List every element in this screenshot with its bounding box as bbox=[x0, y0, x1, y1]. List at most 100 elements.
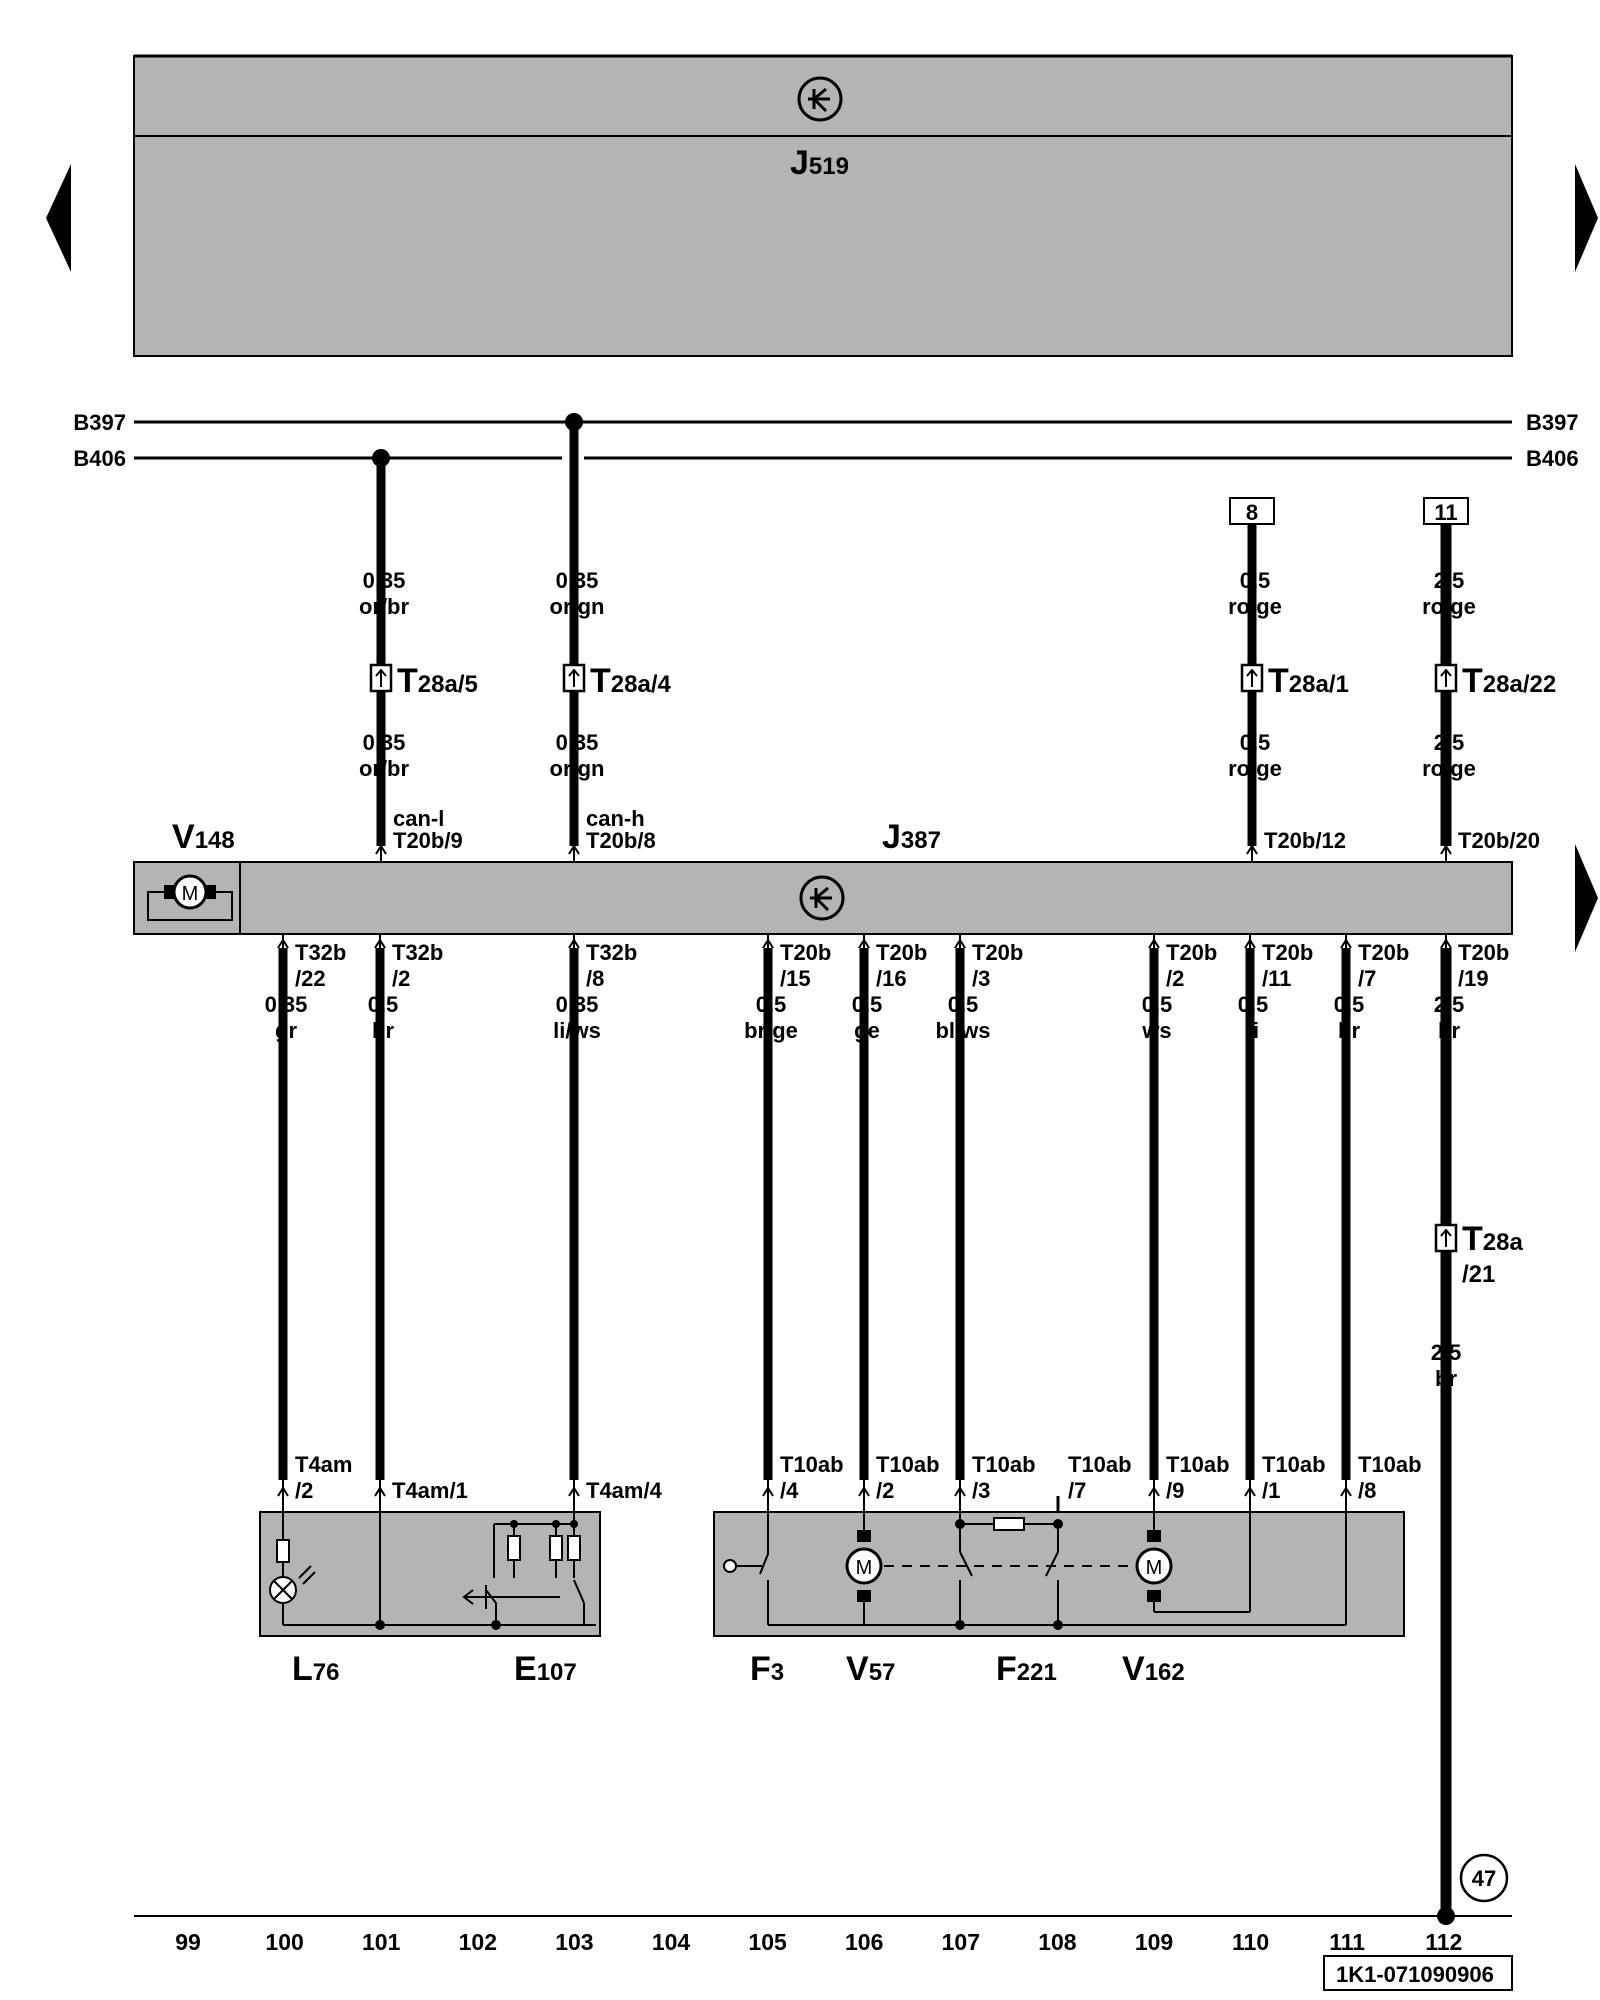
pin-arrow-icon bbox=[1246, 844, 1258, 855]
pin-label: /11 bbox=[1262, 966, 1291, 991]
pin-arrow-icon bbox=[1340, 938, 1352, 949]
pin-label: T32b bbox=[392, 940, 443, 965]
component-label-f3: F3 bbox=[750, 1650, 784, 1688]
pin-label: /2 bbox=[1166, 966, 1184, 991]
motor-module-label: V148 bbox=[172, 818, 235, 856]
wire-size: 0,5 bbox=[1334, 992, 1365, 1017]
diagram-id-box bbox=[1323, 1955, 1513, 1991]
pin-label: T20b bbox=[1262, 940, 1313, 965]
ref-label-8: 8 bbox=[1246, 500, 1258, 525]
pin-label: /3 bbox=[972, 966, 990, 991]
column-label: 104 bbox=[652, 1929, 691, 1955]
pin-arrow-icon bbox=[954, 938, 966, 949]
ref-circle-47 bbox=[1459, 1853, 1509, 1903]
column-label: 103 bbox=[555, 1929, 593, 1955]
column-label: 108 bbox=[1038, 1929, 1077, 1955]
signal-label: can-l bbox=[393, 806, 444, 831]
connector-icon bbox=[1434, 663, 1458, 693]
wire-color: ws bbox=[1141, 1018, 1171, 1043]
pin-label: /15 bbox=[780, 966, 811, 991]
wire-size: 2,5 bbox=[1434, 568, 1465, 593]
component-box-left bbox=[259, 1511, 601, 1637]
pin-arrow-icon bbox=[374, 938, 386, 949]
control-unit-icon bbox=[797, 76, 843, 122]
wire-size: 0,35 bbox=[556, 568, 599, 593]
pin-label: T10ab bbox=[876, 1452, 940, 1477]
pin-label: /2 bbox=[295, 1478, 313, 1503]
pin-label: T20b bbox=[876, 940, 927, 965]
column-label: 107 bbox=[942, 1929, 980, 1955]
pin-label: /8 bbox=[1358, 1478, 1376, 1503]
pin-label: T4am bbox=[295, 1452, 352, 1477]
wire-color: li bbox=[1247, 1018, 1259, 1043]
connector-label: /21 bbox=[1462, 1261, 1495, 1288]
column-label: 112 bbox=[1425, 1929, 1462, 1955]
connector-icon bbox=[562, 663, 586, 693]
wire-color: gr bbox=[275, 1018, 297, 1043]
svg-text:M: M bbox=[1146, 1557, 1163, 1579]
bus-label-b406-left: B406 bbox=[73, 446, 126, 471]
pin-label: /2 bbox=[392, 966, 410, 991]
column-label: 106 bbox=[845, 1929, 883, 1955]
connector-label: T28a/22 bbox=[1462, 662, 1556, 700]
pin-label: /4 bbox=[780, 1478, 799, 1503]
pin-label: T4am/1 bbox=[392, 1478, 468, 1503]
pin-label: T20b/9 bbox=[393, 828, 463, 853]
connector-label: T28a/5 bbox=[397, 662, 478, 700]
wire-color: or/gn bbox=[550, 594, 605, 619]
component-label-v57: V57 bbox=[846, 1650, 895, 1688]
triangle-right-icon[interactable] bbox=[1575, 164, 1598, 272]
column-label: 110 bbox=[1232, 1929, 1269, 1955]
wire-size: 2,5 bbox=[1431, 1340, 1462, 1365]
pin-arrow-icon bbox=[1440, 844, 1452, 855]
pin-arrow-icon bbox=[1244, 938, 1256, 949]
main-module-label: J387 bbox=[882, 818, 941, 856]
pin-label: /9 bbox=[1166, 1478, 1184, 1503]
bus-label-b397-right: B397 bbox=[1526, 410, 1579, 435]
pin-label: T20b/20 bbox=[1458, 828, 1540, 853]
control-unit-icon bbox=[799, 875, 845, 921]
pin-label: T32b bbox=[586, 940, 637, 965]
component-label-e107: E107 bbox=[514, 1650, 577, 1688]
triangle-right-icon[interactable] bbox=[1575, 844, 1598, 952]
wire-color: or/gn bbox=[550, 756, 605, 781]
top-module-box bbox=[133, 55, 1513, 357]
wire-color: li/ws bbox=[553, 1018, 601, 1043]
pin-arrow-icon bbox=[374, 1486, 386, 1497]
wire-color: br bbox=[1338, 1018, 1360, 1043]
wire-color: ro/ge bbox=[1228, 756, 1282, 781]
pin-label: /8 bbox=[586, 966, 604, 991]
component-label-v162: V162 bbox=[1122, 1650, 1185, 1688]
pin-arrow-icon bbox=[858, 938, 870, 949]
column-label: 100 bbox=[265, 1929, 303, 1955]
ref-box-8 bbox=[1229, 497, 1275, 525]
pin-label: T10ab bbox=[780, 1452, 844, 1477]
pin-arrow-icon bbox=[1340, 1486, 1352, 1497]
ref-label-11: 11 bbox=[1434, 500, 1457, 525]
triangle-left-icon[interactable] bbox=[46, 164, 71, 272]
pin-arrow-icon bbox=[1148, 1486, 1160, 1497]
pin-label: /19 bbox=[1458, 966, 1489, 991]
pin-label: T10ab bbox=[1262, 1452, 1326, 1477]
connector-label: T28a bbox=[1462, 1220, 1523, 1258]
wire-color: br/ge bbox=[744, 1018, 798, 1043]
pin-arrow-icon bbox=[277, 1486, 289, 1497]
pin-arrow-icon bbox=[858, 1486, 870, 1497]
column-label: 105 bbox=[748, 1929, 787, 1955]
wire-color: ro/ge bbox=[1422, 756, 1476, 781]
svg-text:M: M bbox=[182, 883, 199, 905]
wire-size: 0,5 bbox=[1240, 568, 1271, 593]
ref-label-47: 47 bbox=[1472, 1866, 1496, 1891]
pin-label: T10ab bbox=[1166, 1452, 1230, 1477]
pin-label: T20b bbox=[972, 940, 1023, 965]
wire-size: 0,5 bbox=[756, 992, 787, 1017]
pin-arrow-icon bbox=[954, 1486, 966, 1497]
pin-arrow-icon bbox=[568, 844, 580, 855]
